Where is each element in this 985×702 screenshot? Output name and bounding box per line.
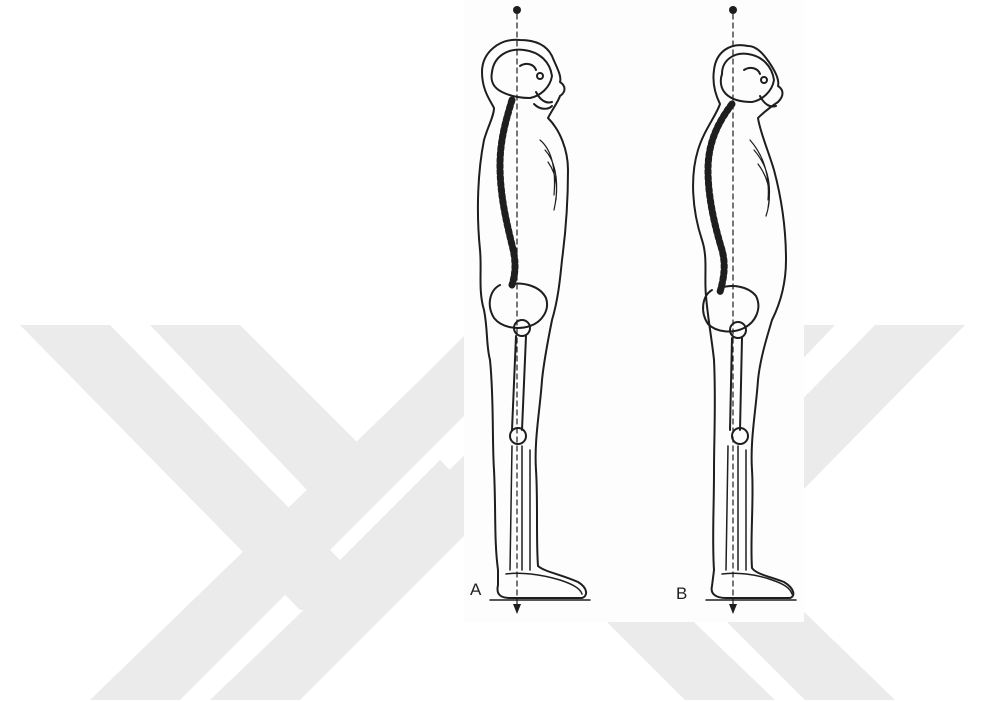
figure-a-skeleton — [478, 6, 590, 614]
figure-b-outline — [693, 45, 793, 598]
figure-b-label: B — [676, 584, 687, 604]
figure-a-label: A — [470, 580, 481, 600]
figure-b-skeleton — [693, 6, 796, 614]
